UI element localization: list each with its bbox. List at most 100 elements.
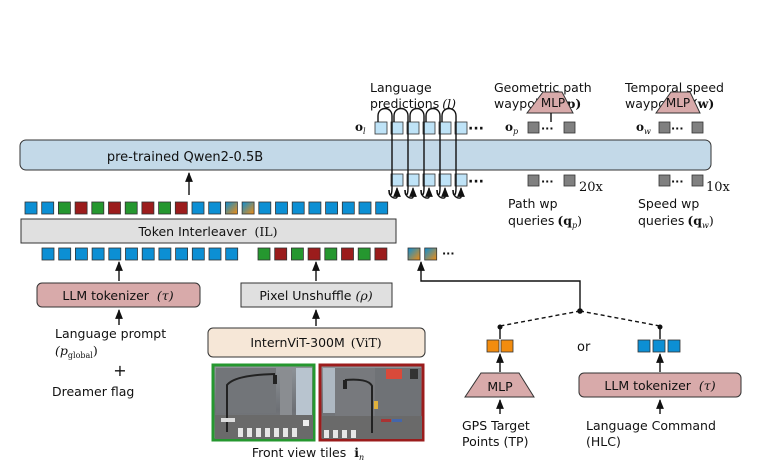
qwen-llm-label: pre-trained Qwen2-0.5B bbox=[107, 150, 263, 165]
speed-output-token bbox=[658, 121, 671, 134]
language-input-token bbox=[422, 173, 436, 187]
svg-text:queries(qw): queries(qw) bbox=[638, 213, 714, 230]
language-output-token bbox=[438, 121, 452, 135]
command-junction-dot bbox=[657, 324, 663, 330]
speed-query-tokens: ··· 10x bbox=[658, 174, 731, 195]
command-tokens bbox=[637, 339, 681, 353]
route-token-sequence bbox=[407, 247, 438, 261]
interleaved-token bbox=[208, 201, 222, 215]
language-output-token bbox=[374, 121, 388, 135]
plus-sign: + bbox=[113, 361, 126, 380]
svg-text:MLP: MLP bbox=[541, 96, 565, 110]
path-mlp-head: MLP bbox=[525, 91, 574, 114]
interleaved-token bbox=[24, 201, 38, 215]
interleaved-token bbox=[375, 201, 389, 215]
autoregressive-loops bbox=[377, 107, 465, 199]
text-token bbox=[91, 247, 105, 261]
command-label-line1: Language Command bbox=[586, 418, 716, 433]
svg-text:···: ··· bbox=[671, 175, 684, 188]
svg-text:Geometric path: Geometric path bbox=[494, 80, 592, 95]
language-input-token bbox=[454, 173, 468, 187]
language-prompt-label: Language prompt bbox=[55, 326, 166, 341]
language-output-token bbox=[390, 121, 404, 135]
or-label: or bbox=[577, 340, 591, 355]
interleaved-token bbox=[158, 201, 172, 215]
language-input-tokens bbox=[390, 173, 468, 187]
image-token bbox=[324, 247, 338, 261]
text-token bbox=[158, 247, 172, 261]
interleaved-token bbox=[141, 201, 155, 215]
dreamer-flag-label: Dreamer flag bbox=[52, 384, 134, 399]
text-token bbox=[208, 247, 222, 261]
interleaved-token bbox=[241, 201, 255, 215]
gps-mlp-block: MLP bbox=[464, 372, 535, 398]
image-token bbox=[374, 247, 388, 261]
interleaved-token bbox=[275, 201, 288, 215]
image-token bbox=[257, 247, 271, 261]
text-token bbox=[75, 247, 88, 261]
language-output-token bbox=[422, 121, 436, 135]
svg-text:Path wp: Path wp bbox=[508, 196, 558, 211]
command-token bbox=[637, 339, 651, 353]
route-token bbox=[407, 247, 421, 261]
prompt-symbol: (pglobal) bbox=[55, 343, 98, 360]
output-label-language: ol bbox=[355, 120, 366, 136]
text-token bbox=[41, 247, 55, 261]
path-query-count: 20x bbox=[579, 180, 604, 195]
loop-curve bbox=[436, 189, 446, 199]
image-token-sequence bbox=[257, 247, 388, 261]
interleaved-token bbox=[224, 201, 238, 215]
svg-text:queries(qp): queries(qp) bbox=[508, 213, 582, 230]
speed-output-token bbox=[691, 121, 704, 134]
command-token bbox=[652, 339, 666, 353]
gps-label-line2: Points (TP) bbox=[462, 434, 528, 449]
text-token bbox=[58, 247, 72, 261]
text-token bbox=[191, 247, 205, 261]
gps-token bbox=[500, 339, 514, 353]
output-label-path: op bbox=[505, 120, 518, 136]
loop-curve bbox=[404, 189, 414, 199]
gps-token bbox=[486, 339, 500, 353]
front-view-tile-1 bbox=[211, 363, 316, 442]
svg-text:MLP: MLP bbox=[666, 96, 690, 110]
svg-text:···: ··· bbox=[671, 122, 684, 135]
language-output-ellipsis: ··· bbox=[468, 121, 484, 137]
interleaved-token bbox=[258, 201, 272, 215]
command-tokenizer-block: LLM tokenizer(τ) bbox=[578, 372, 742, 398]
svg-text:···: ··· bbox=[541, 122, 554, 135]
interleaved-token bbox=[308, 201, 322, 215]
gps-tokens bbox=[486, 339, 514, 353]
path-output-tokens: ··· bbox=[527, 121, 576, 135]
loop-curve bbox=[388, 189, 398, 199]
interleaved-token bbox=[174, 201, 188, 215]
path-output-token bbox=[527, 121, 540, 134]
output-label-speed: ow bbox=[636, 120, 651, 136]
speed-query-count: 10x bbox=[706, 180, 731, 195]
svg-text:Temporal speed: Temporal speed bbox=[624, 80, 724, 95]
interleaved-token bbox=[191, 201, 205, 215]
text-token bbox=[225, 247, 239, 261]
dashed-link-command bbox=[579, 310, 661, 327]
gps-junction-dot bbox=[497, 324, 503, 330]
svg-text:Pixel Unshuffle(ρ): Pixel Unshuffle(ρ) bbox=[259, 288, 372, 303]
interleaved-token bbox=[291, 201, 305, 215]
interleaved-token bbox=[41, 201, 55, 215]
speed-query-label: Speed wp queries(qw) bbox=[638, 196, 714, 230]
language-predictions-title: Language predictions(l) bbox=[370, 80, 456, 111]
interleaved-token-sequence bbox=[24, 201, 389, 215]
svg-text:LLM tokenizer(τ): LLM tokenizer(τ) bbox=[604, 378, 715, 393]
arrow-route-to-sequence bbox=[417, 261, 581, 310]
text-token bbox=[108, 247, 122, 261]
svg-text:MLP: MLP bbox=[487, 379, 513, 394]
text-token bbox=[175, 247, 189, 261]
text-token bbox=[141, 247, 155, 261]
speed-query-token bbox=[691, 174, 704, 187]
image-token bbox=[307, 247, 321, 261]
llm-tokenizer-block: LLM tokenizer(τ) bbox=[36, 282, 201, 308]
interleaved-token bbox=[325, 201, 339, 215]
interleaved-token bbox=[74, 201, 88, 215]
language-input-token bbox=[438, 173, 452, 187]
image-token bbox=[357, 247, 371, 261]
image-token bbox=[341, 247, 354, 261]
language-output-token bbox=[454, 121, 468, 135]
